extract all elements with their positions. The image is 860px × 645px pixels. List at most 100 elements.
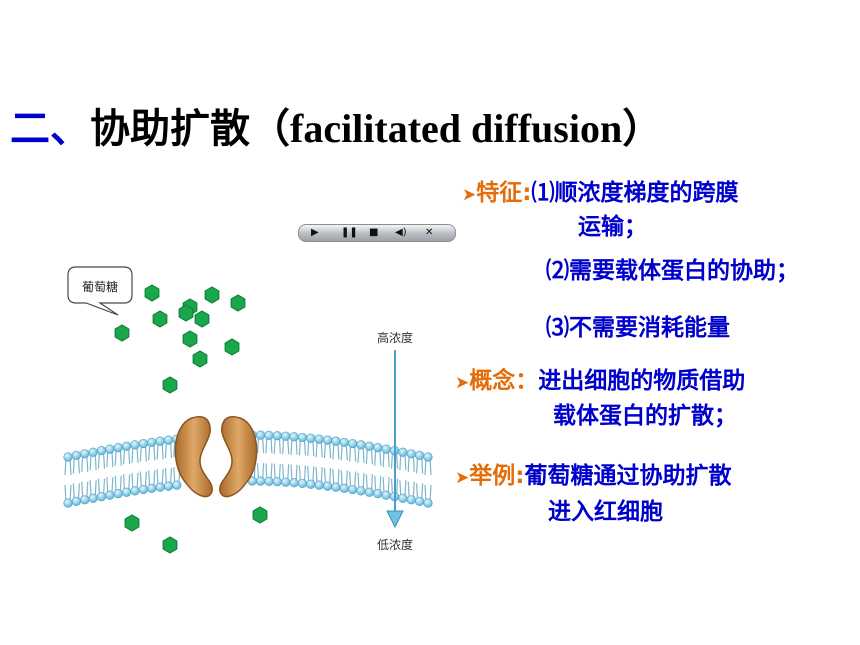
glucose-molecule xyxy=(230,294,246,312)
title-heading: 协助扩散 xyxy=(90,106,250,152)
lipid-head xyxy=(63,452,73,462)
lipid-head xyxy=(423,498,433,508)
lipid-head xyxy=(264,476,274,486)
lipid-head xyxy=(415,496,425,506)
example-line-1: 葡萄糖通过协助扩散 xyxy=(524,463,732,489)
lipid-head xyxy=(163,435,174,445)
bullet-arrow-icon: ➤ xyxy=(462,185,477,205)
close-icon[interactable]: ✕ xyxy=(425,227,434,238)
play-icon[interactable]: ▶ xyxy=(311,227,319,238)
lipid-head xyxy=(130,440,140,450)
lipid-head xyxy=(96,446,107,456)
lipid-head xyxy=(88,447,98,457)
lipid-head xyxy=(331,482,341,492)
lipid-head xyxy=(423,452,433,462)
feature-item-1: ⑴顺浓度梯度的跨膜 xyxy=(531,180,739,206)
lipid-head xyxy=(255,476,266,486)
lipid-head xyxy=(339,483,349,493)
lipid-head xyxy=(71,450,81,460)
feature-item-2: ⑵需要载体蛋白的协助； xyxy=(546,258,799,284)
gradient-arrow-head xyxy=(386,510,404,529)
feature-item-1-cont: 运输； xyxy=(578,214,647,240)
lipid-head xyxy=(96,492,107,502)
concept-row: ➤概念：进出细胞的物质借助 xyxy=(455,366,745,398)
glucose-molecule xyxy=(124,514,140,532)
lipid-head xyxy=(381,444,391,454)
lipid-head xyxy=(130,486,140,496)
lipid-head xyxy=(264,430,274,440)
lipid-head xyxy=(63,498,73,508)
high-concentration-label: 高浓度 xyxy=(377,330,413,345)
glucose-label: 葡萄糖 xyxy=(82,279,118,294)
membrane-diagram: 葡萄糖 高浓度 低浓度 xyxy=(63,266,433,554)
page-title: 二、协助扩散（facilitated diffusion） xyxy=(10,96,662,154)
glucose-molecule xyxy=(252,506,268,524)
example-row: ➤举例:葡萄糖通过协助扩散 xyxy=(455,461,731,493)
lipid-head xyxy=(281,431,291,441)
lipid-head xyxy=(138,484,148,495)
lipid-head xyxy=(113,443,123,453)
media-player-bar: ▶ ❚❚ ■ ◀) ✕ xyxy=(298,224,456,242)
glucose-molecule xyxy=(204,286,220,304)
lipid-head xyxy=(356,440,366,450)
lipid-head xyxy=(272,431,282,441)
lipid-head xyxy=(406,449,416,459)
example-label: 举例 xyxy=(469,463,516,489)
lipid-head xyxy=(306,433,316,443)
lipid-head xyxy=(415,450,425,460)
lipid-head xyxy=(122,487,132,497)
glucose-molecule xyxy=(178,304,194,322)
lipid-head xyxy=(105,490,115,500)
lipid-head xyxy=(289,432,299,442)
lipid-head xyxy=(364,487,374,497)
volume-icon[interactable]: ◀) xyxy=(395,227,407,238)
feature-item-3: ⑶不需要消耗能量 xyxy=(546,315,730,341)
lipid-head xyxy=(113,489,123,499)
lipid-head xyxy=(163,481,174,491)
lipid-head xyxy=(339,437,349,447)
example-line-2: 进入红细胞 xyxy=(548,499,663,525)
concept-label: 概念： xyxy=(469,368,539,394)
features-colon: : xyxy=(522,180,532,206)
lipid-head xyxy=(364,441,374,451)
features-label-row: ➤特征:⑴顺浓度梯度的跨膜 xyxy=(462,178,738,210)
glucose-molecules xyxy=(114,284,268,554)
lipid-head xyxy=(147,483,157,493)
lipid-head xyxy=(272,477,282,487)
pause-icon[interactable]: ❚❚ xyxy=(341,227,358,238)
lipid-head xyxy=(138,438,148,449)
lipid-head xyxy=(255,430,266,440)
lipid-head xyxy=(331,436,341,446)
lipid-head xyxy=(297,478,308,489)
concept-line-2: 载体蛋白的扩散； xyxy=(553,403,737,429)
glucose-molecule xyxy=(194,310,210,328)
glucose-molecule xyxy=(182,330,198,348)
glucose-molecule xyxy=(162,376,178,394)
lipid-head xyxy=(356,486,366,496)
lipid-head xyxy=(398,447,408,457)
lipid-head xyxy=(289,478,299,488)
lipid-head xyxy=(381,490,391,500)
bullet-arrow-icon: ➤ xyxy=(455,468,470,488)
lipid-head xyxy=(348,438,358,449)
glucose-molecule xyxy=(114,324,130,342)
title-number: 二、 xyxy=(10,106,90,152)
lipid-head xyxy=(80,495,90,505)
glucose-molecule xyxy=(152,310,168,328)
stop-icon[interactable]: ■ xyxy=(369,227,379,238)
lipid-head xyxy=(314,480,324,490)
lipid-head xyxy=(71,496,81,506)
lipid-head xyxy=(147,437,157,447)
concept-line-1: 进出细胞的物质借助 xyxy=(538,368,746,394)
lipid-head xyxy=(297,432,308,443)
glucose-molecule xyxy=(192,350,208,368)
carrier-protein xyxy=(174,416,258,498)
bullet-arrow-icon: ➤ xyxy=(455,373,470,393)
lipid-head xyxy=(406,495,416,505)
lipid-head xyxy=(398,493,408,503)
lipid-head xyxy=(373,489,383,499)
lipid-head xyxy=(122,441,132,451)
lipid-head xyxy=(155,436,165,446)
title-english: （facilitated diffusion） xyxy=(250,106,663,151)
low-concentration-label: 低浓度 xyxy=(377,537,413,552)
